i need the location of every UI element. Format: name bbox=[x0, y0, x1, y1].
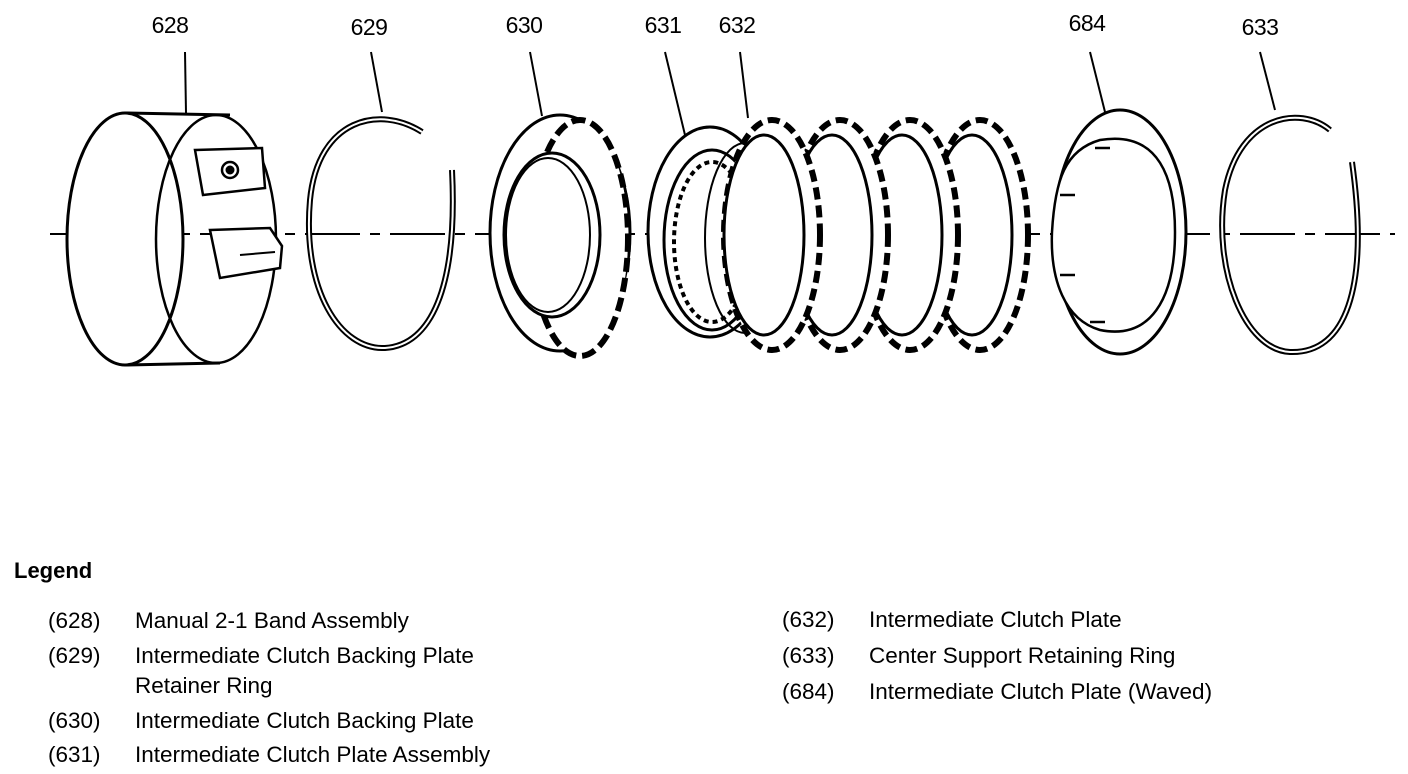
legend-number: (684) bbox=[782, 679, 835, 704]
callout-632: 632 bbox=[718, 12, 756, 38]
retaining-ring-633 bbox=[1219, 51, 1361, 356]
callout-633: 633 bbox=[1241, 14, 1279, 40]
legend-description: Intermediate Clutch Plate bbox=[869, 607, 1122, 632]
legend-title: Legend bbox=[14, 558, 93, 583]
legend-description: Intermediate Clutch Plate Assembly bbox=[135, 742, 491, 767]
legend-description: Intermediate Clutch Backing Plate bbox=[135, 708, 474, 733]
backing-plate-630 bbox=[488, 51, 632, 359]
legend-description: Center Support Retaining Ring bbox=[869, 643, 1176, 668]
callout-628: 628 bbox=[151, 12, 189, 38]
legend-number: (633) bbox=[782, 643, 835, 668]
legend-number: (628) bbox=[48, 608, 101, 633]
callout-630: 630 bbox=[505, 12, 543, 38]
parts-illustration bbox=[50, 51, 1395, 367]
legend-description: Manual 2-1 Band Assembly bbox=[135, 608, 409, 633]
clutch-plates-632 bbox=[721, 51, 1031, 353]
band-assembly-628 bbox=[65, 51, 284, 367]
legend-number: (630) bbox=[48, 708, 101, 733]
legend-number: (632) bbox=[782, 607, 835, 632]
legend-description: Intermediate Clutch Plate (Waved) bbox=[869, 679, 1213, 704]
legend-number: (629) bbox=[48, 643, 101, 668]
legend-description: Intermediate Clutch Backing Plate bbox=[135, 643, 474, 668]
legend-number: (631) bbox=[48, 742, 101, 767]
exploded-view-diagram: 628 629 630 631 632 684 633 bbox=[50, 10, 1395, 367]
retainer-ring-629 bbox=[306, 51, 456, 352]
callout-631: 631 bbox=[644, 12, 682, 38]
callout-684: 684 bbox=[1068, 10, 1106, 36]
callout-629: 629 bbox=[350, 14, 388, 40]
legend-description-continued: Retainer Ring bbox=[135, 673, 273, 698]
waved-plate-684 bbox=[1050, 51, 1188, 356]
